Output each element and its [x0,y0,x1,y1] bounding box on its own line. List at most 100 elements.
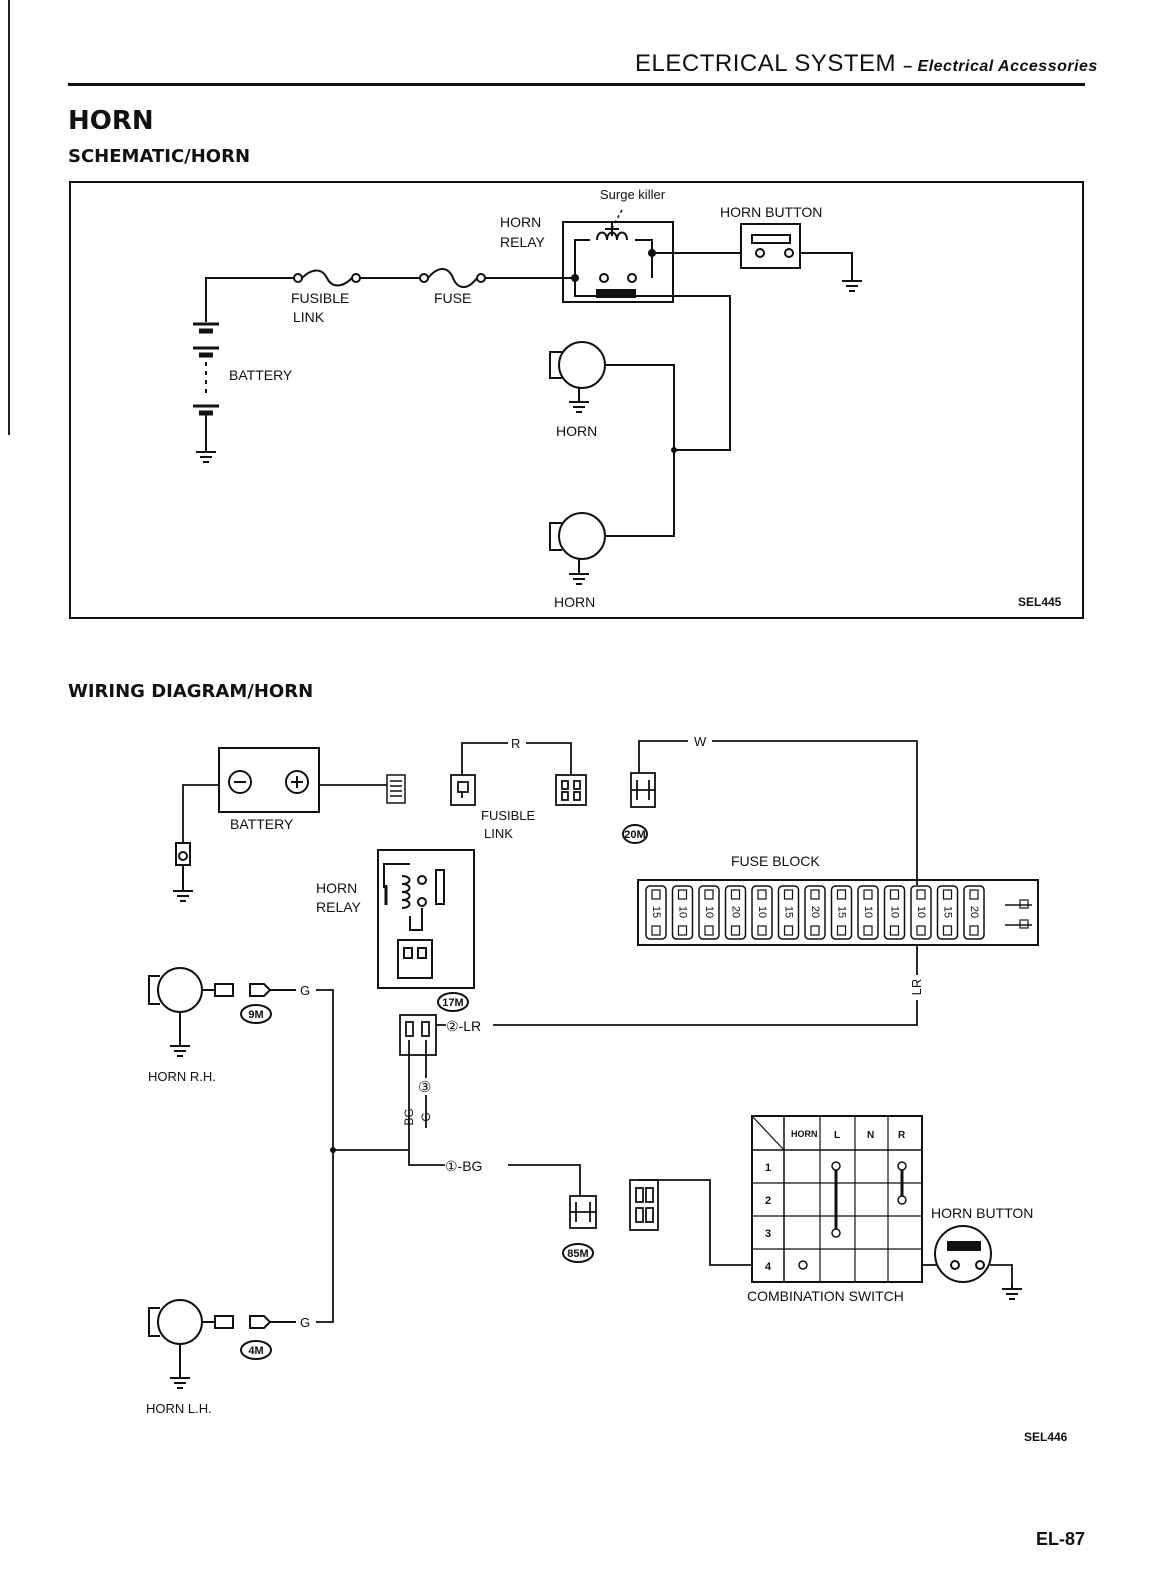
header-subtitle: – Electrical Accessories [903,58,1098,75]
schematic-frame [69,181,1084,619]
switch-row-1: 1 [765,1162,771,1174]
wiring-horn-rh [148,967,296,1057]
pin-3-label: ③ [418,1079,431,1096]
schematic-horn-button-label: HORN BUTTON [720,204,822,220]
connector-17m-socket [399,1014,437,1056]
fuse-slot: 15 [936,885,959,940]
wiring-horn-lh [148,1299,296,1389]
svg-text:85M: 85M [567,1248,588,1260]
switch-row-3: 3 [765,1228,771,1240]
fuse-rating: 10 [756,906,768,918]
switch-header-n: N [867,1130,874,1141]
fusible-link-body [450,774,476,806]
fuse-rating: 15 [942,906,954,918]
schematic-fusible-link-label-2: LINK [293,309,325,325]
fuse-slot: 20 [804,885,826,940]
wiring-horn-relay-label-1: HORN [316,880,357,896]
fuse-slot: 15 [777,885,800,940]
horn-rh-label: HORN R.H. [148,1069,216,1084]
battery-ground-terminal [172,842,194,902]
header-rule [68,83,1085,86]
wiring-horn-button-label: HORN BUTTON [931,1205,1033,1221]
connector-20m-body [630,772,656,808]
schematic-fuse-label: FUSE [434,290,471,306]
combination-switch-connector [629,1179,659,1231]
schematic-junction [671,447,677,453]
wiring-fusible-link-label-2: LINK [484,826,513,841]
wire-r-label: R [511,736,520,751]
connector-17m-label: 17M [437,992,469,1012]
schematic-horn-relay-label-2: RELAY [500,234,546,250]
switch-header-l: L [834,1130,840,1141]
connector-20m-label: 20M [622,824,648,844]
schematic-code: SEL445 [1018,595,1062,609]
svg-text:17M: 17M [442,997,463,1009]
wiring-battery [218,747,320,813]
surge-killer-label: Surge killer [600,187,666,202]
fuse-rating: 10 [703,906,715,918]
connector-4m-label: 4M [240,1340,272,1360]
page-edge-line [8,0,10,435]
fusible-link-socket [555,774,587,806]
switch-row-4: 4 [765,1261,772,1273]
wiring-title: WIRING DIAGRAM/HORN [68,681,314,702]
fuse-slot: 15 [645,885,667,940]
fuse-rating: 15 [836,906,848,918]
wiring-horn-relay [377,849,475,989]
page-number: EL-87 [1036,1529,1086,1549]
horn-relay-symbol [562,221,674,303]
battery-symbol [193,322,219,463]
fuse-slot: 15 [830,885,853,940]
schematic-battery-label: BATTERY [229,367,293,383]
fuse-rating: 20 [730,906,742,918]
wire-lr-vertical-label: LR [909,979,924,996]
wiring-junction [330,1147,336,1153]
switch-row-2: 2 [765,1195,771,1207]
schematic-horn-upper-label: HORN [556,423,597,439]
wiring-fusible-link-label-1: FUSIBLE [481,808,536,823]
fuse-rating: 15 [783,906,795,918]
fuse-block-label: FUSE BLOCK [731,853,820,869]
connector-85m-label: 85M [562,1243,594,1263]
wire-g-lower-label: G [300,1315,310,1330]
header-title: ELECTRICAL SYSTEM [635,50,897,77]
fusible-link-connector [386,774,406,804]
wiring-horn-button [934,1225,1023,1300]
svg-text:4M: 4M [248,1345,263,1357]
horn-button-symbol [740,223,801,269]
wiring-wires [182,740,1013,1323]
schematic-wires [205,239,853,537]
horn-upper-symbol [549,341,606,413]
svg-text:9M: 9M [248,1009,263,1021]
schematic-horn-relay-label-1: HORN [500,214,541,230]
schematic-title: SCHEMATIC/HORN [68,146,251,167]
fuse-slot: 10 [857,885,879,940]
fuse-rating: 20 [968,906,980,918]
wiring-battery-label: BATTERY [230,816,294,832]
fuse-symbol [419,268,486,288]
surge-killer-leader [611,209,623,229]
wire-lr-horizontal-label: ②-LR [446,1018,481,1034]
wiring-horn-relay-label-2: RELAY [316,899,362,915]
combination-switch-label: COMBINATION SWITCH [747,1288,904,1304]
horn-lh-label: HORN L.H. [146,1401,212,1416]
switch-header-r: R [898,1130,906,1141]
schematic-diagram: Surge killer HORN RELAY HORN BUTTON FUSI… [69,181,1084,619]
schematic-fusible-link-label-1: FUSIBLE [291,290,349,306]
fuse-slot: 10 [698,885,720,940]
fuse-rating: 10 [889,906,901,918]
connector-85m-body [569,1195,597,1229]
fuse-slot: 10 [910,885,932,940]
horn-lower-symbol [549,512,606,585]
fuse-rating: 20 [809,906,821,918]
connector-9m-label: 9M [240,1004,272,1024]
fuse-rating: 15 [650,906,662,918]
fusible-link-symbol [293,269,361,287]
fuse-rating: 10 [915,906,927,918]
page-header: ELECTRICAL SYSTEM – Electrical Accessori… [635,50,1098,78]
wiring-code: SEL446 [1024,1430,1068,1444]
